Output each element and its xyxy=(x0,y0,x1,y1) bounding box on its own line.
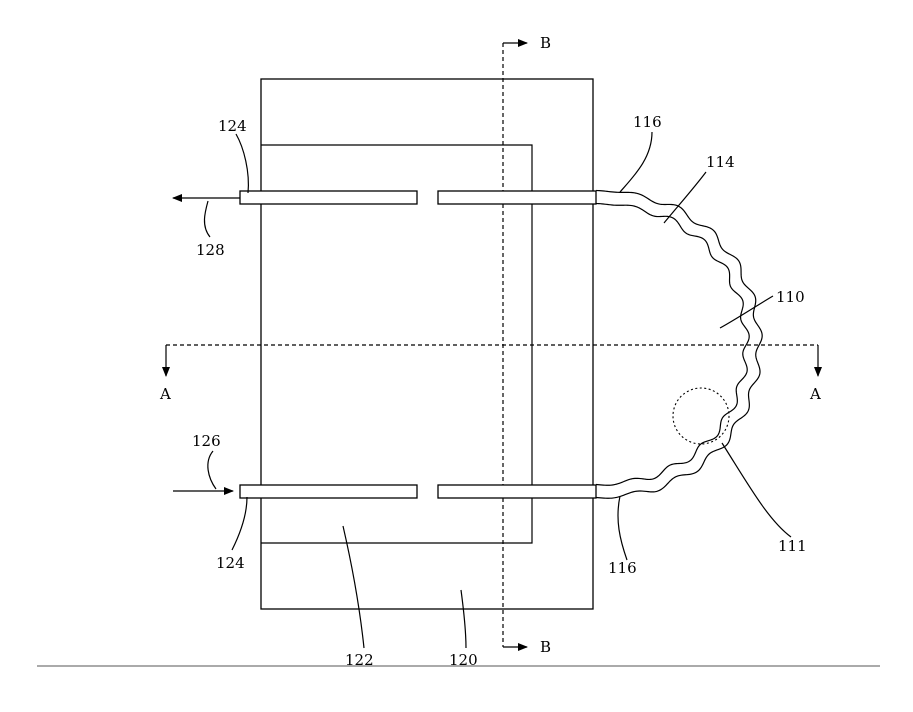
label-116-top: 116 xyxy=(633,113,662,131)
section-label-a-left: A xyxy=(159,385,171,403)
bottom-tube-left-segment xyxy=(239,484,418,499)
label-120: 120 xyxy=(449,651,478,669)
label-126: 126 xyxy=(192,432,221,450)
leader-110 xyxy=(719,295,774,329)
detail-circle-111 xyxy=(672,387,730,445)
label-110: 110 xyxy=(776,288,805,306)
section-label-b-top: B xyxy=(540,34,551,52)
leader-124-top xyxy=(235,133,249,194)
top-tube-left-segment xyxy=(239,190,418,205)
leader-124-bottom xyxy=(231,496,248,551)
section-label-a-right: A xyxy=(809,385,821,403)
leader-120 xyxy=(460,589,467,649)
leader-128 xyxy=(203,200,211,238)
flexible-tube-outer-wall xyxy=(595,189,763,499)
leader-111 xyxy=(721,442,792,538)
label-122: 122 xyxy=(345,651,374,669)
leader-122 xyxy=(342,525,365,649)
flexible-tube-110 xyxy=(595,189,763,499)
label-124-bottom: 124 xyxy=(216,554,245,572)
section-label-b-bottom: B xyxy=(540,638,551,656)
leader-114 xyxy=(663,171,707,224)
label-114: 114 xyxy=(706,153,735,171)
outer-housing-120 xyxy=(260,78,594,610)
label-116-bottom: 116 xyxy=(608,559,637,577)
inner-chamber-122 xyxy=(261,144,533,544)
leader-116-bottom xyxy=(617,495,628,561)
flexible-tube-inner-wall xyxy=(595,202,750,486)
leader-116-top xyxy=(619,131,653,193)
label-111: 111 xyxy=(778,537,807,555)
leader-126 xyxy=(207,450,217,490)
top-tube-right-segment xyxy=(437,190,597,205)
label-128: 128 xyxy=(196,241,225,259)
label-124-top: 124 xyxy=(218,117,247,135)
bottom-tube-right-segment xyxy=(437,484,597,499)
